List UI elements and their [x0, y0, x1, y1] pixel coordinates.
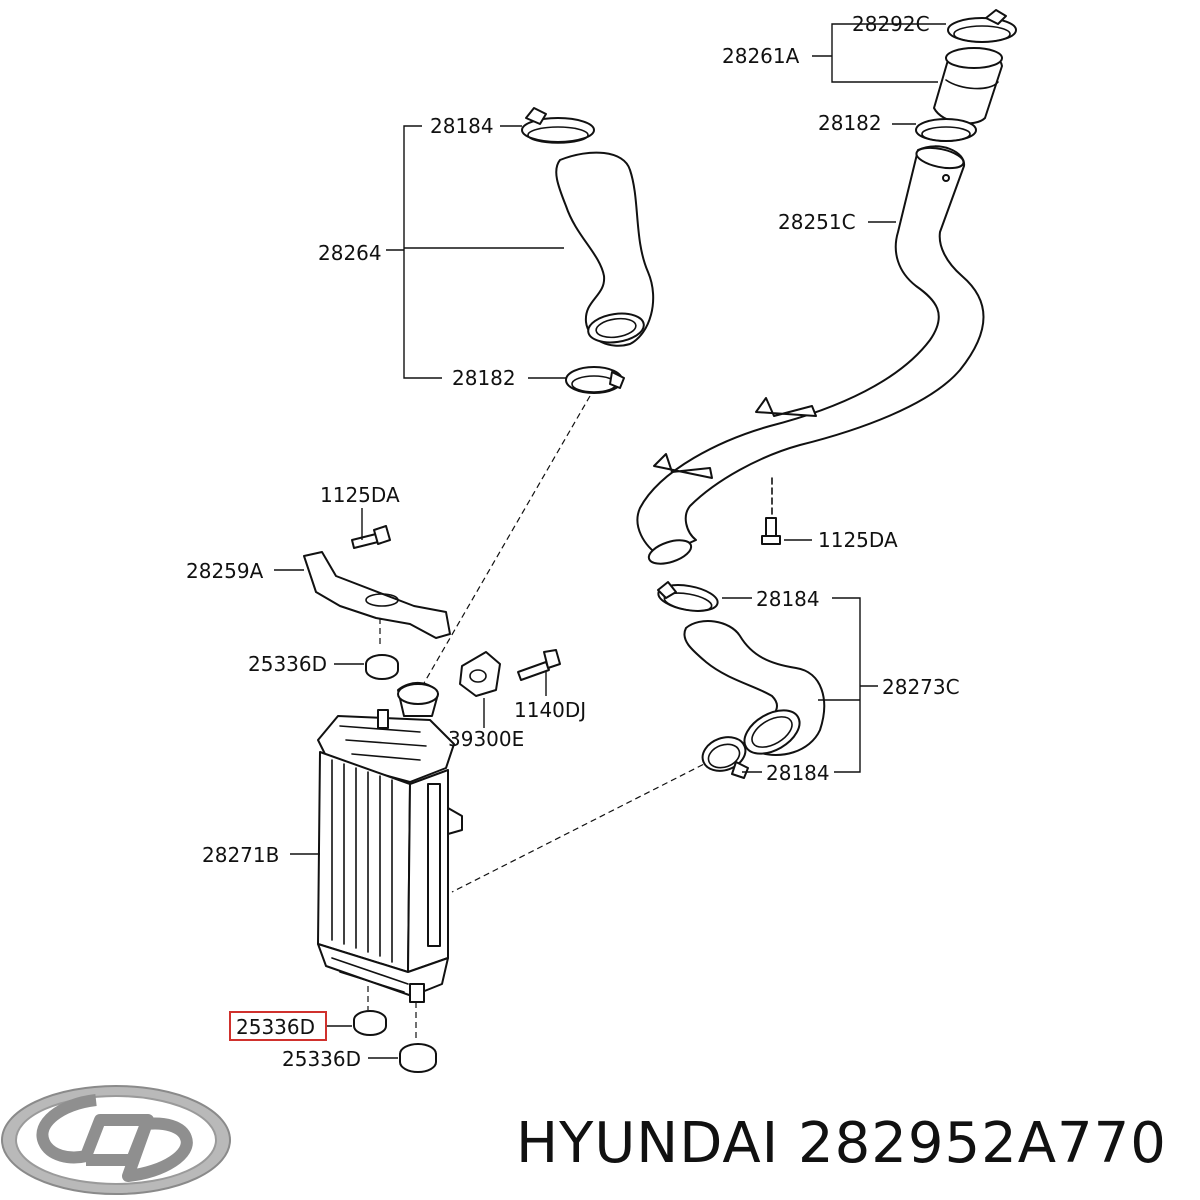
hose-28273c-drawing — [683, 620, 826, 756]
callout-28259a: 28259A — [186, 559, 264, 583]
bolt-1125da-left-drawing — [351, 525, 391, 549]
callout-1140dj: 1140DJ — [514, 698, 586, 722]
callout-28184-top-left: 28184 — [430, 114, 494, 138]
callout-25336d-top: 25336D — [248, 652, 327, 676]
hose-28264-drawing — [555, 151, 655, 347]
callout-28271b: 28271B — [202, 843, 279, 867]
intercooler-28271b-drawing — [317, 682, 463, 1003]
highlight-box — [229, 1011, 327, 1041]
insulator-25336d-bottom-right-drawing — [399, 1043, 437, 1073]
assembly-line-left — [419, 395, 591, 691]
clamp-28184-top-left-drawing — [521, 107, 595, 144]
callout-25336d-bottom: 25336D — [282, 1047, 361, 1071]
clamp-28184-right-upper-drawing — [657, 581, 719, 612]
sensor-39300e-drawing — [459, 651, 501, 697]
hose-28261a-drawing — [933, 47, 1003, 125]
clamp-28292c-drawing — [947, 9, 1017, 43]
callout-28251c: 28251C — [778, 210, 856, 234]
assembly-line-right — [451, 759, 713, 893]
callout-28261a: 28261A — [722, 44, 800, 68]
clamp-28184-right-lower-drawing — [701, 736, 749, 779]
callout-28182-left-lower: 28182 — [452, 366, 516, 390]
callout-28184-right-upper: 28184 — [756, 587, 820, 611]
insulator-25336d-top-drawing — [365, 654, 399, 680]
callout-1125da-left: 1125DA — [320, 483, 400, 507]
pipe-28251c-drawing — [636, 145, 985, 565]
callout-28182-upper-right: 28182 — [818, 111, 882, 135]
brand-caption: HYUNDAI 282952A770 — [516, 1111, 1167, 1176]
callout-28184-right-lower: 28184 — [766, 761, 830, 785]
callout-28273c: 28273C — [882, 675, 960, 699]
leader-lines — [274, 23, 946, 1059]
bolt-1125da-right-drawing — [761, 477, 781, 545]
insulator-25336d-bottom-left-drawing — [353, 1010, 387, 1036]
callout-28292c: 28292C — [852, 12, 930, 36]
callout-25336d-boxed: 25336D — [236, 1015, 315, 1039]
clamp-28182-upper-right-drawing — [915, 118, 977, 142]
hyundai-logo — [1, 1085, 231, 1195]
callout-1125da-right: 1125DA — [818, 528, 898, 552]
callout-39300e: 39300E — [448, 727, 524, 751]
callout-28264: 28264 — [318, 241, 382, 265]
bracket-28259a-drawing — [303, 551, 451, 639]
bolt-1140dj-drawing — [517, 649, 561, 681]
clamp-28182-left-lower-drawing — [565, 366, 625, 394]
